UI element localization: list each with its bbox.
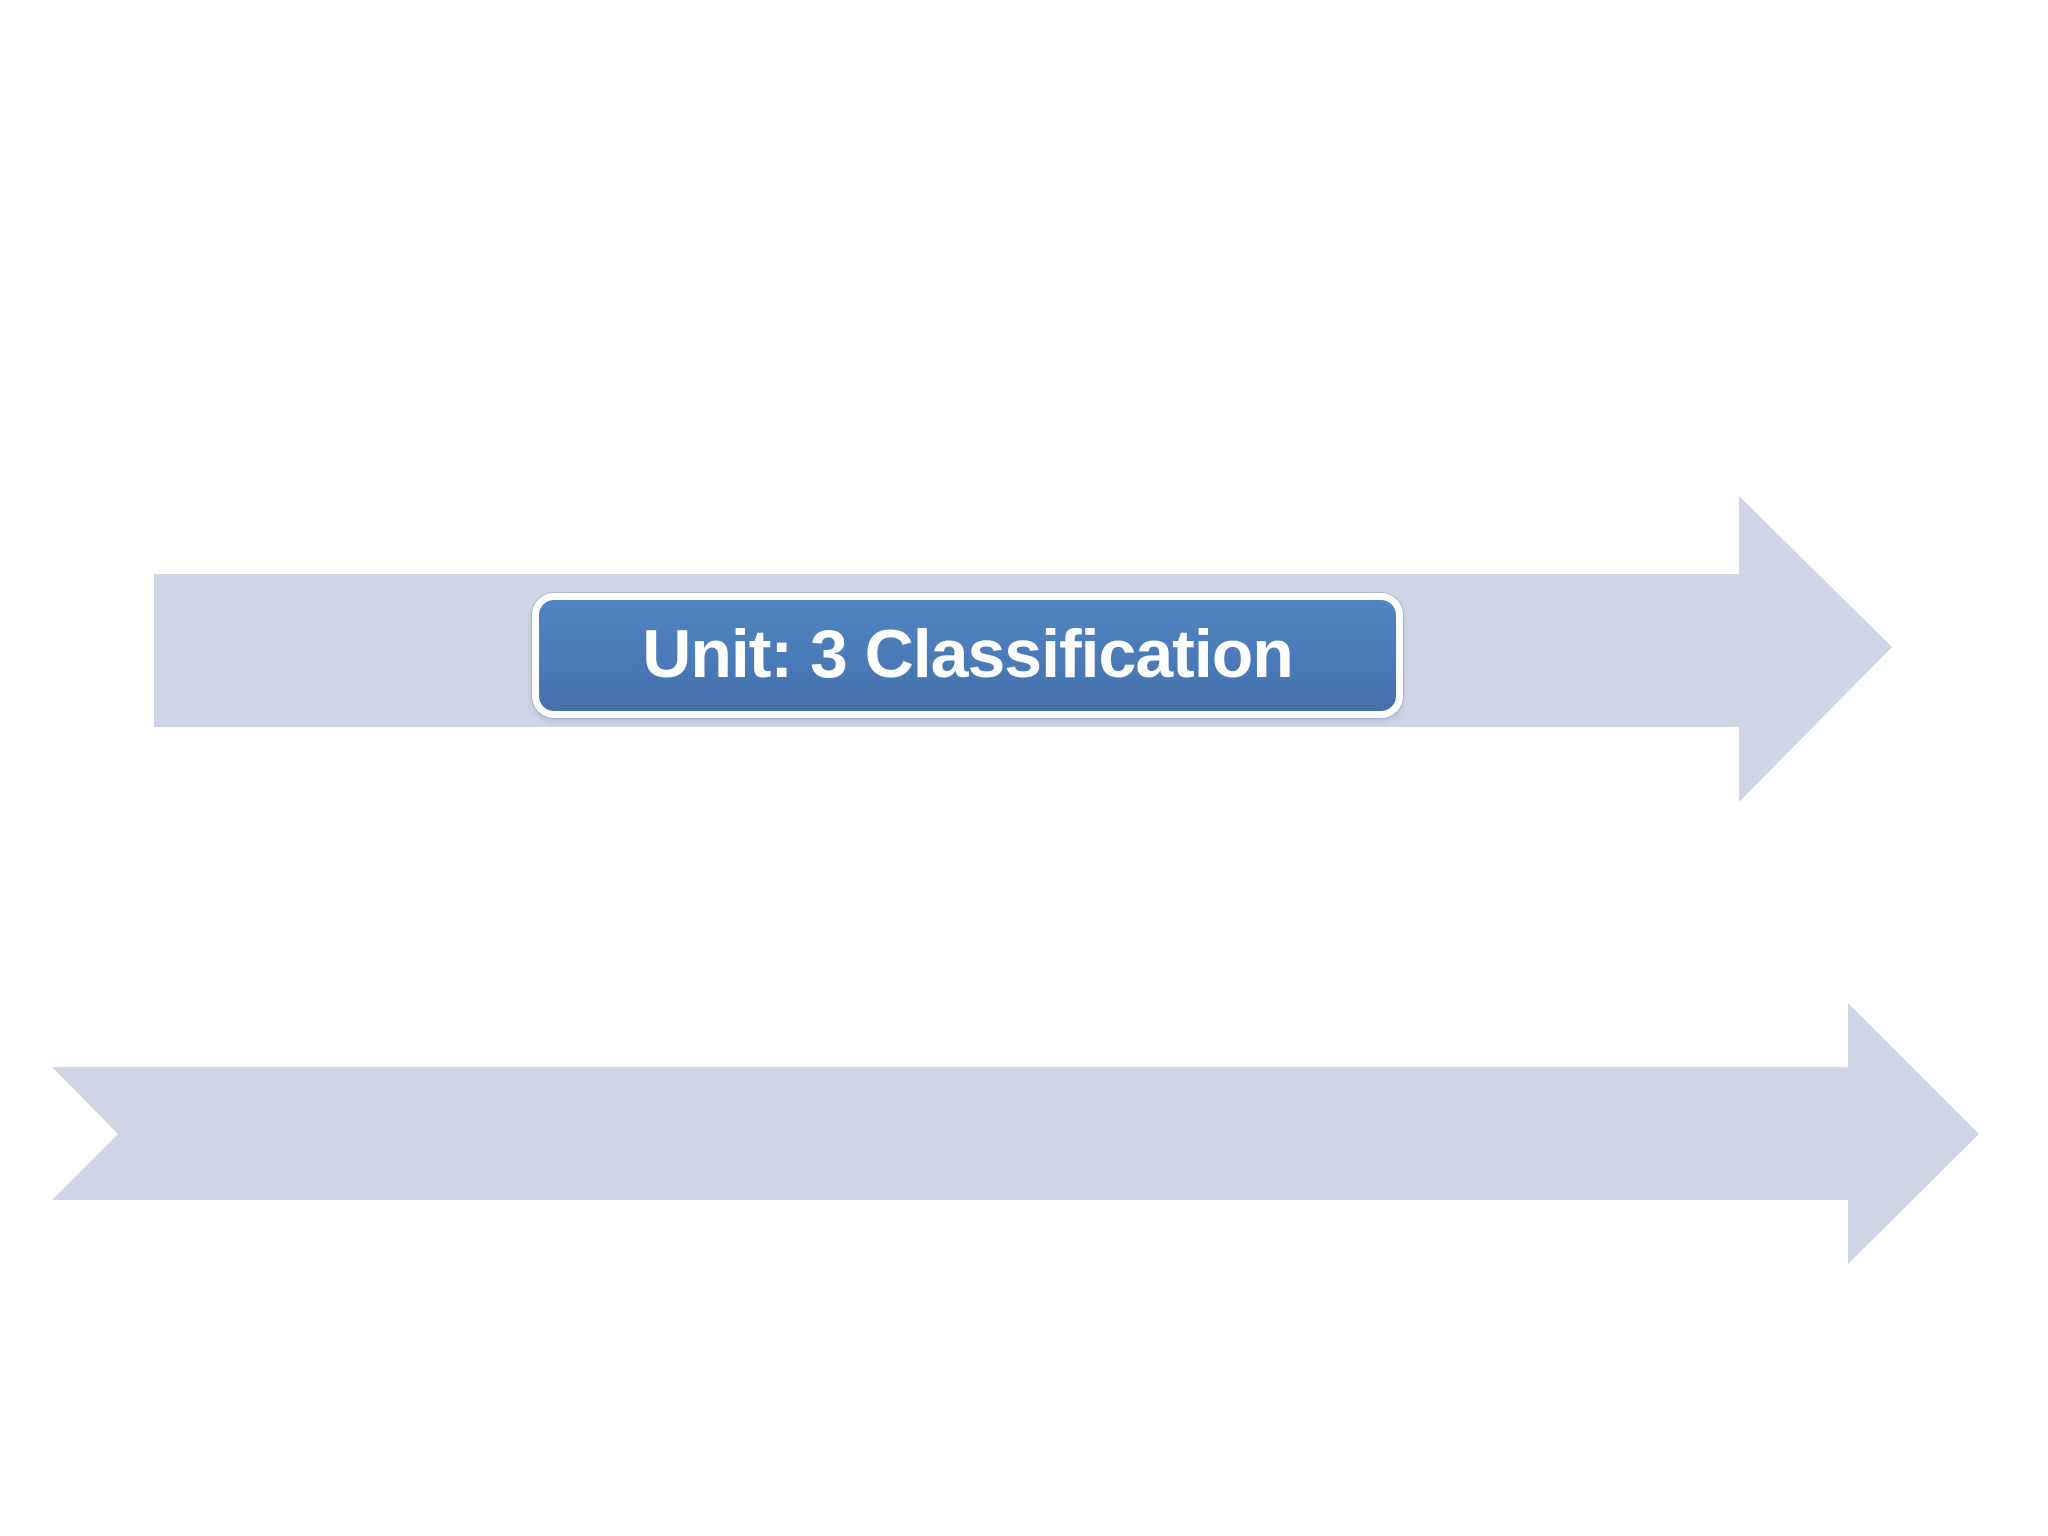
unit-title-label: Unit: 3 Classification [642, 615, 1294, 692]
unit-title-banner: Unit: 3 Classification [532, 593, 1403, 718]
right-arrow-shape-bottom [52, 1003, 1979, 1264]
